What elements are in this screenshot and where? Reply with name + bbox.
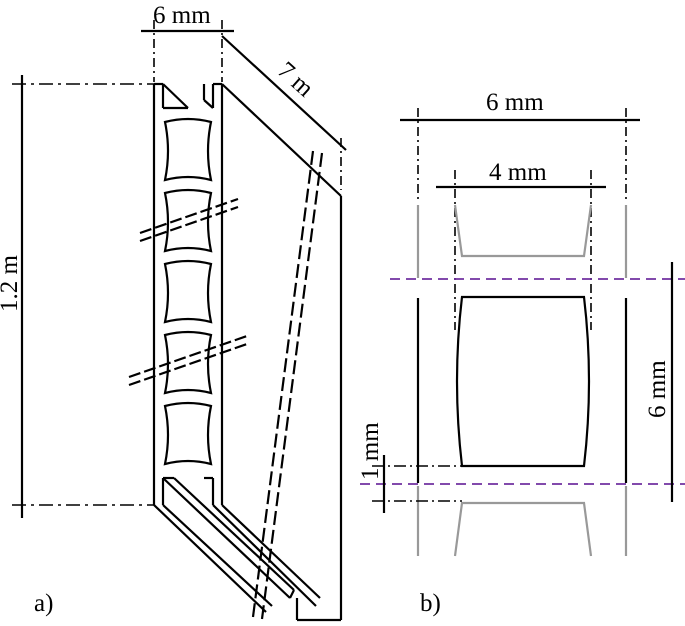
panel-b-grey-outlines [416,204,628,557]
panel-b-pitch-label: 6 mm [644,360,671,418]
panel-a-front-face [152,82,224,505]
panel-a-height-dimension [12,75,154,518]
panel-a-height-label: 1.2 m [0,255,23,313]
panel-a-cells [163,117,213,466]
panel-b-label: b) [420,590,441,617]
panel-b-section-guides [360,278,685,485]
panel-a-depth-break [251,150,324,620]
cell-1 [163,117,213,182]
panel-b-section [416,295,628,483]
panel-b-wall-dimension [372,455,462,513]
panel-b-wall-label: 1 mm [357,422,384,480]
cell-4 [163,330,213,395]
panel-a-length-dimension [221,35,347,190]
panel-b-outer-width-label: 6 mm [486,89,544,116]
panel-a-label: a) [34,590,53,617]
panel-b-inner-width-label: 4 mm [489,159,547,186]
cell-5 [163,401,213,466]
cell-2 [163,188,213,253]
panel-a-length-label: 7 m [272,57,319,103]
panel-a-width-dimension [141,20,234,82]
panel-b-drawing [360,108,685,557]
panel-a-width-label: 6 mm [153,2,211,29]
panel-a-side-faces [153,83,343,622]
panel-a-drawing [12,20,347,622]
panel-b-inner-width-dimension [436,170,606,330]
panel-b-outer-width-dimension [400,108,640,200]
cell-3 [163,259,213,324]
panel-a-break-marks [128,197,248,387]
panel-b-cell [455,295,591,468]
